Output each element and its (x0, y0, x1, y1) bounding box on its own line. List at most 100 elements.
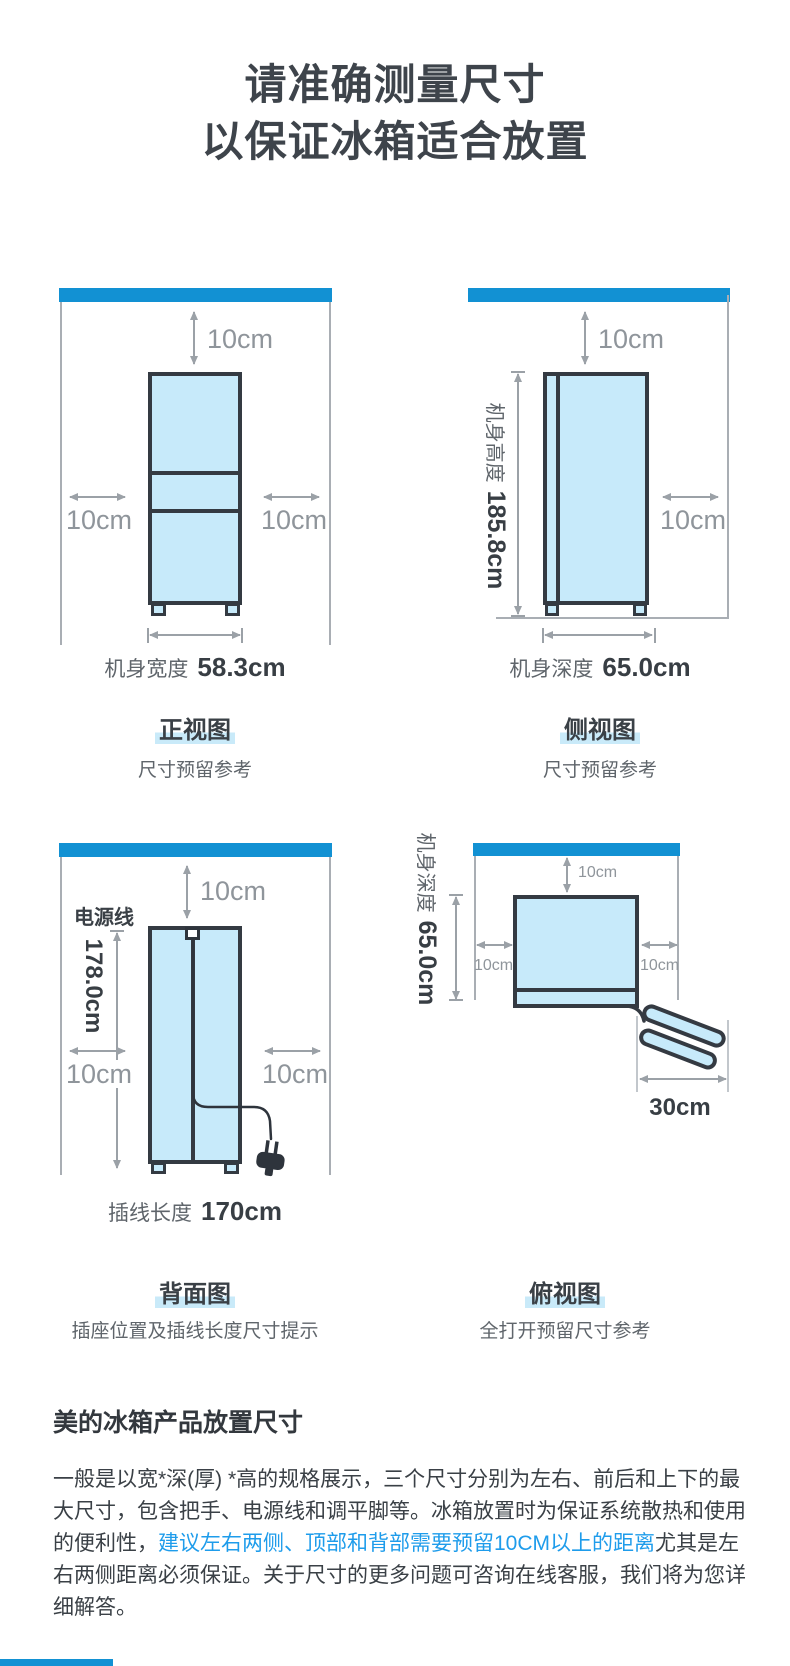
door-open-guide-right (727, 1020, 729, 1092)
front-left-wall-line (60, 295, 62, 645)
side-height-arrow (514, 373, 522, 615)
back-ceiling-bar (59, 843, 332, 857)
side-height-value: 185.8cm (482, 490, 510, 590)
back-cord-height-tick-top (110, 930, 124, 932)
fridge-back-foot-left (151, 1162, 166, 1174)
fridge-side-illustration (543, 372, 649, 605)
front-view-caption: 正视图 (55, 710, 335, 745)
door-open-value: 30cm (649, 1094, 711, 1121)
footer-heading: 美的冰箱产品放置尺寸 (53, 1409, 304, 1437)
front-left-clearance-arrow (69, 493, 126, 501)
front-width-dimension: 机身宽度 58.3cm (55, 652, 335, 683)
fridge-front-foot-left (151, 603, 166, 616)
front-width-arrow (149, 631, 241, 639)
side-view-subcaption: 尺寸预留参考 (542, 760, 657, 781)
door-open-arrow (639, 1075, 727, 1083)
back-view-caption-text: 背面图 (155, 1281, 235, 1308)
back-cord-height-value: 178.0cm (80, 938, 107, 1034)
top-left-clearance-label: 10cm (474, 957, 514, 974)
side-floor-line (496, 617, 729, 619)
side-height-tick-top (511, 371, 525, 373)
top-wall-bar (473, 843, 680, 856)
front-view-caption-text: 正视图 (155, 717, 235, 744)
front-width-tick-right (241, 628, 243, 643)
fridge-back-foot-right (224, 1162, 239, 1174)
top-top-clearance-label: 10cm (578, 864, 618, 881)
side-height-dimension: 机身高度 185.8cm (482, 402, 511, 590)
power-cord-label: 电源线 (74, 907, 134, 929)
front-left-clearance-label: 10cm (66, 505, 133, 535)
back-cord-length-dimension: 插线长度 170cm (55, 1196, 335, 1227)
back-top-clearance-label: 10cm (200, 876, 267, 906)
fridge-side-foot-right (633, 603, 647, 616)
top-depth-dimension: 机身深度 65.0cm (413, 833, 442, 1006)
section-divider-accent (0, 1659, 113, 1666)
top-view-caption: 俯视图 (420, 1274, 710, 1309)
top-depth-value: 65.0cm (413, 920, 441, 1006)
side-height-label: 机身高度 (483, 402, 505, 483)
back-view-caption: 背面图 (55, 1274, 335, 1309)
top-right-clearance-arrow (641, 941, 678, 949)
top-right-wall-line (677, 850, 679, 1000)
front-width-tick-left (147, 628, 149, 643)
front-right-wall-line (329, 295, 331, 645)
top-depth-label: 机身深度 (414, 832, 436, 913)
power-cord-line (191, 939, 285, 1177)
back-left-clearance-arrow (69, 1047, 126, 1055)
top-left-wall-line (474, 850, 476, 1000)
front-top-clearance-label: 10cm (207, 324, 274, 354)
footer-paragraph-part2: 尤其是左右两侧距离必须保证。关于尺寸的更多问题可咨询在线客服，我们将为您详细解答… (53, 1532, 746, 1619)
fridge-front-divider-2 (152, 509, 238, 513)
top-right-clearance-label: 10cm (640, 957, 680, 974)
back-right-clearance-label: 10cm (262, 1059, 329, 1089)
back-cord-length-value: 170cm (201, 1196, 282, 1226)
fridge-side-foot-left (545, 603, 559, 616)
side-view-caption: 侧视图 (455, 710, 745, 745)
side-depth-value: 65.0cm (602, 652, 691, 682)
side-right-clearance-arrow (662, 493, 719, 501)
back-cord-height-dimension: 178.0cm (79, 921, 107, 1051)
fridge-top-door-edge-line (517, 988, 635, 992)
fridge-side-door-line (556, 376, 560, 601)
top-left-clearance-arrow (476, 941, 513, 949)
door-open-guide-left (636, 1016, 638, 1092)
top-top-clearance-arrow (563, 857, 571, 893)
top-depth-tick-top (449, 894, 463, 896)
front-top-clearance-arrow (190, 311, 198, 365)
side-depth-tick-right (654, 628, 656, 643)
side-right-wall-line (727, 295, 729, 619)
side-top-clearance-arrow (581, 311, 589, 365)
back-top-clearance-arrow (183, 865, 191, 919)
front-right-clearance-arrow (263, 493, 320, 501)
top-depth-tick-bottom (449, 999, 463, 1001)
back-left-clearance-label: 10cm (64, 1059, 135, 1089)
power-socket-box (185, 927, 200, 940)
side-top-clearance-label: 10cm (598, 324, 665, 354)
top-view-subcaption: 全打开预留尺寸参考 (479, 1321, 651, 1342)
top-depth-arrow (452, 896, 460, 1000)
back-view-subcaption: 插座位置及插线长度尺寸提示 (71, 1321, 319, 1342)
footer-paragraph-part1: 一般是以宽*深(厚) *高的规格展示，三个尺寸分别为左右、前后和上下的最大尺寸，… (53, 1468, 746, 1555)
side-depth-label: 机身深度 (509, 658, 594, 681)
back-right-wall-line (329, 850, 331, 1175)
back-right-clearance-arrow (264, 1047, 321, 1055)
side-right-clearance-label: 10cm (660, 505, 727, 535)
side-height-tick-bottom (511, 615, 525, 617)
fridge-front-foot-right (225, 603, 240, 616)
side-ceiling-bar (468, 288, 730, 302)
back-left-wall-line (60, 850, 62, 1175)
side-depth-tick-left (542, 628, 544, 643)
side-view-caption-text: 侧视图 (560, 717, 640, 744)
side-depth-arrow (544, 631, 653, 639)
top-view-caption-text: 俯视图 (525, 1281, 605, 1308)
footer-paragraph-highlight: 建议左右两侧、顶部和背部需要预留10CM以上的距离 (158, 1532, 656, 1555)
fridge-back-illustration (148, 926, 242, 1164)
power-plug-icon (256, 1140, 285, 1177)
back-cord-length-label: 插线长度 (108, 1202, 193, 1225)
fridge-front-divider-1 (152, 471, 238, 475)
fridge-front-illustration (148, 372, 242, 605)
footer-paragraph: 一般是以宽*深(厚) *高的规格展示，三个尺寸分别为左右、前后和上下的最大尺寸，… (53, 1464, 751, 1624)
front-view-subcaption: 尺寸预留参考 (137, 760, 252, 781)
front-width-value: 58.3cm (197, 652, 286, 682)
